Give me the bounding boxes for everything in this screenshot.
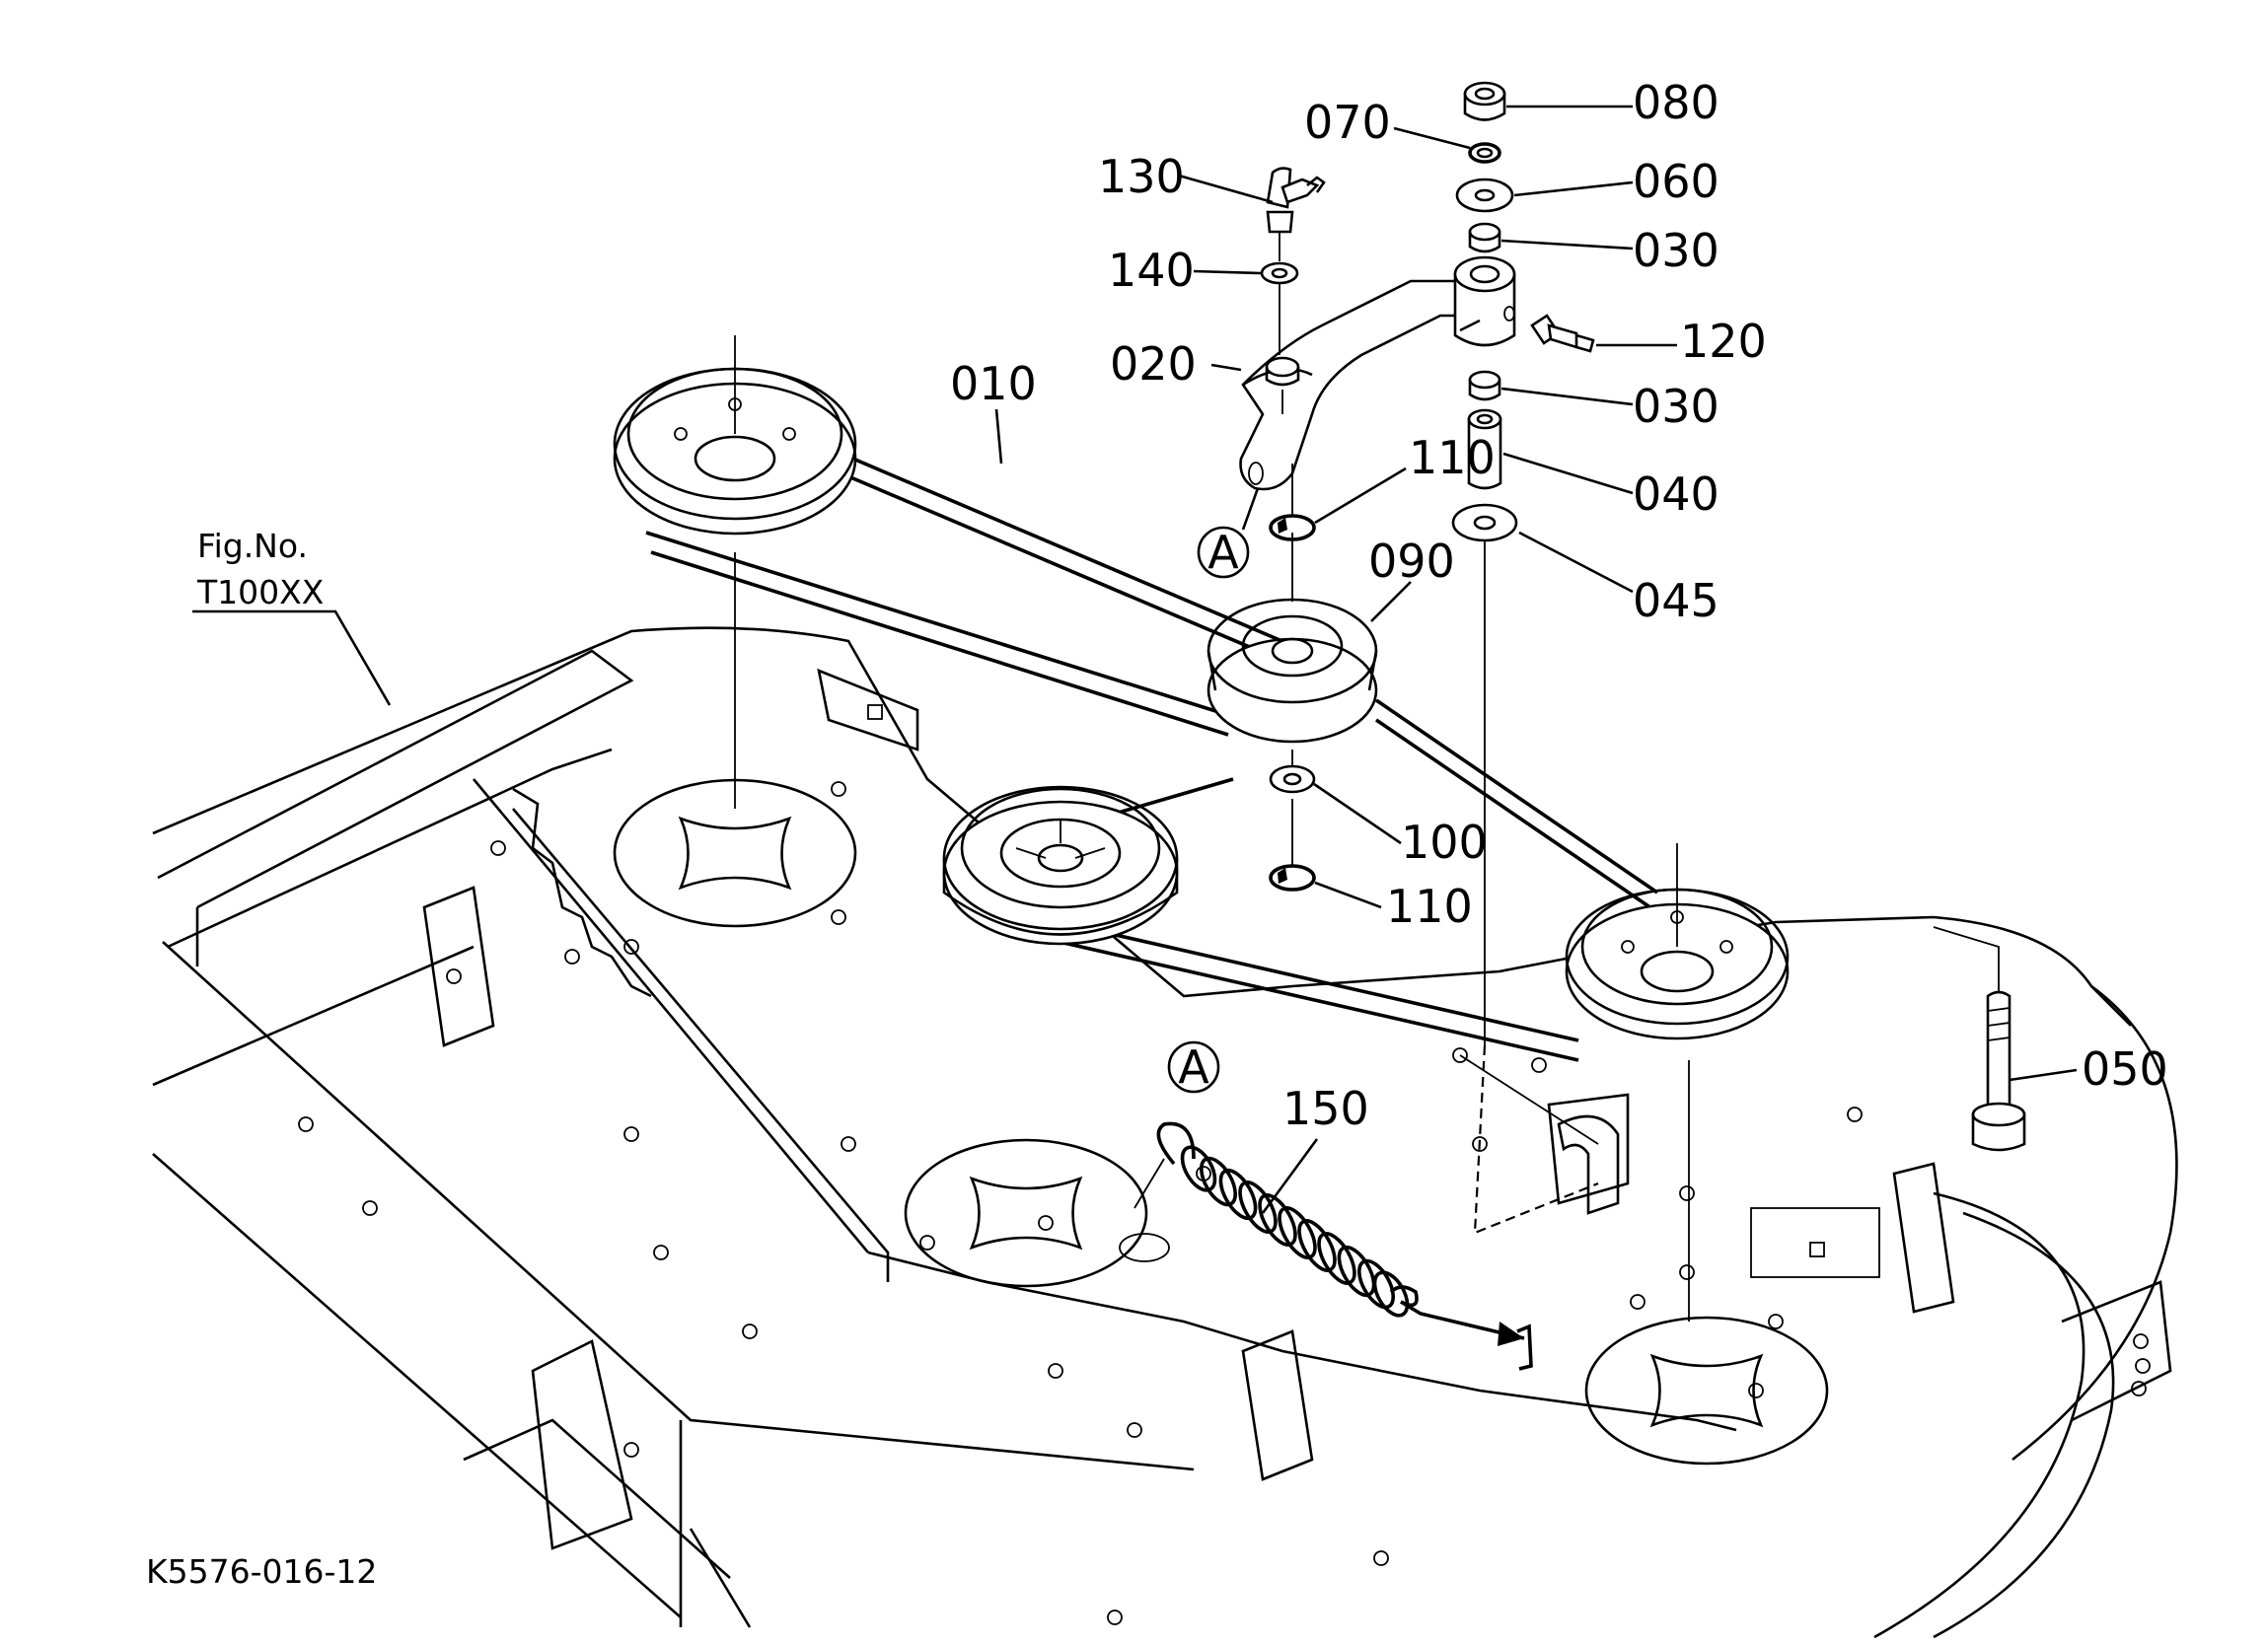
callout-150: 150: [1282, 1082, 1369, 1135]
callout-070: 070: [1304, 96, 1391, 149]
spring-washer-070: [1468, 142, 1501, 164]
spindle-opening-right: [1584, 1316, 1829, 1466]
grease-fitting-130: [1266, 167, 1326, 261]
snap-ring-110-lower: [1269, 799, 1316, 892]
callout-040: 040: [1633, 467, 1719, 521]
reference-mark-upper: A: [1207, 526, 1239, 579]
pulley-center-front: [942, 785, 1179, 946]
idler-pulley-090: [1207, 533, 1378, 744]
mower-deck: [152, 626, 2178, 1639]
callout-060: 060: [1633, 155, 1719, 208]
drawing-number: K5576-016-12: [146, 1552, 377, 1591]
callout-050: 050: [2082, 1042, 2168, 1096]
callout-030-lower: 030: [1633, 380, 1719, 433]
pulley-left-rear: [613, 335, 857, 809]
reference-circle-upper: [1197, 526, 1250, 579]
deck-holes: [298, 781, 1863, 1625]
collar-040: [1467, 408, 1502, 490]
washer-060: [1455, 178, 1514, 213]
callout-045: 045: [1633, 574, 1719, 627]
tension-arm-020: [1239, 255, 1516, 491]
bushing-030-upper: [1468, 222, 1501, 253]
grease-fitting-120: [1530, 314, 1595, 353]
callout-110-lower: 110: [1386, 880, 1473, 933]
callout-120: 120: [1680, 315, 1767, 368]
leader-lines: [192, 105, 2078, 1214]
shaft-centerline: [1459, 540, 1599, 1235]
spindle-opening-center: [904, 1138, 1170, 1288]
washer-100: [1269, 750, 1316, 794]
callout-130: 130: [1098, 150, 1185, 203]
callout-010: 010: [950, 357, 1037, 410]
callout-090: 090: [1368, 535, 1455, 588]
bushing-030-lower: [1468, 370, 1501, 401]
nut-080: [1463, 81, 1506, 121]
reference-mark-lower: A: [1178, 1040, 1209, 1094]
callout-110-upper: 110: [1409, 431, 1496, 484]
callout-100: 100: [1401, 816, 1488, 869]
callout-080: 080: [1633, 76, 1719, 129]
snap-ring-110-upper: [1269, 464, 1316, 541]
pulley-right-front: [1565, 843, 1790, 1322]
fig-ref-number: T100XX: [196, 573, 324, 611]
tension-spring-150: [1134, 1121, 1525, 1346]
washer-140: [1260, 261, 1299, 355]
callout-020: 020: [1110, 337, 1197, 391]
reference-circle-lower: [1167, 1040, 1220, 1094]
callout-140: 140: [1108, 244, 1195, 297]
callout-030-upper: 030: [1633, 224, 1719, 277]
bolt-050: [1933, 926, 2026, 1152]
washer-045: [1451, 503, 1518, 542]
fig-ref-title: Fig.No.: [197, 527, 308, 565]
